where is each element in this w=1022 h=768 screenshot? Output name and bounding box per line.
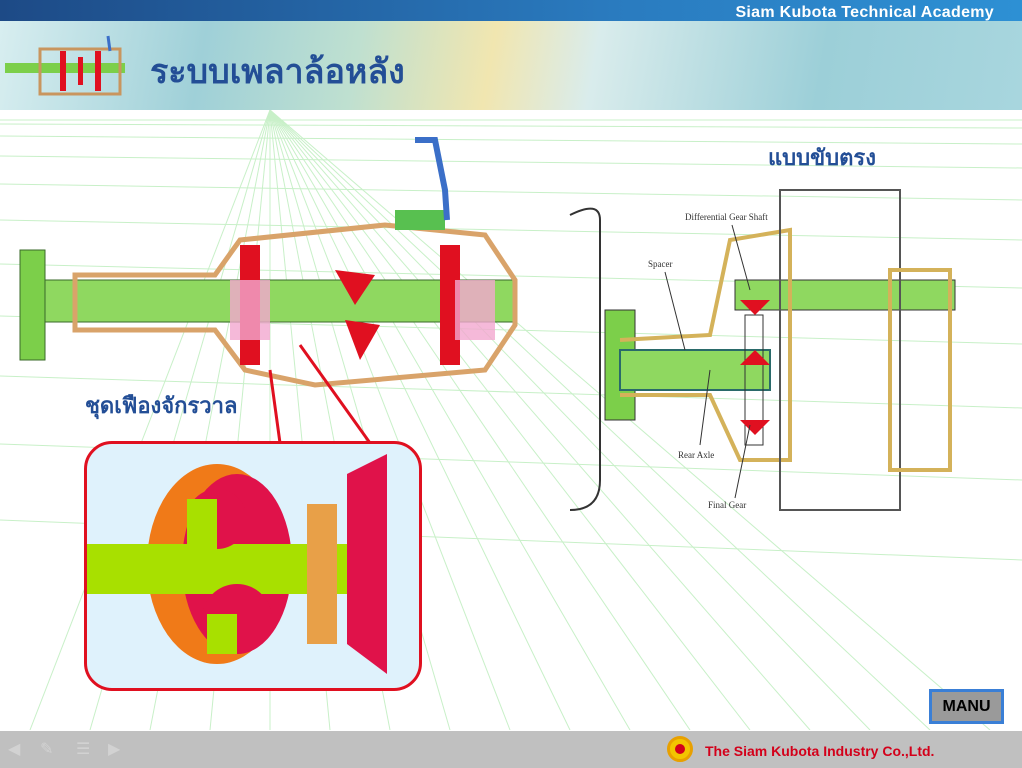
grid-line: [0, 375, 1022, 409]
grid-line: [0, 135, 1022, 145]
grid-line: [0, 155, 1022, 169]
menu-icon[interactable]: ☰: [76, 739, 91, 758]
academy-name: Siam Kubota Technical Academy: [735, 4, 994, 21]
differential-3d-illustration: [87, 454, 387, 674]
grid-line: [0, 219, 1022, 241]
company-name: The Siam Kubota Industry Co.,Ltd.: [705, 743, 935, 759]
label-differential-gear-shaft: Differential Gear Shaft: [685, 212, 768, 222]
page-title: ระบบเพลาล้อหลัง: [150, 52, 405, 92]
title-banner: ระบบเพลาล้อหลัง: [0, 21, 1022, 110]
grid-line: [269, 110, 811, 730]
grid-line: [269, 110, 511, 730]
label-spacer: Spacer: [648, 259, 673, 269]
footer-bar: ◀ ✎ ☰ ▶ The Siam Kubota Industry Co.,Ltd…: [0, 731, 1022, 768]
perspective-grid: [0, 110, 1022, 730]
grid-line: [269, 110, 631, 730]
differential-detail-panel: [84, 441, 422, 691]
back-arrow-icon[interactable]: ◀: [8, 739, 21, 758]
grid-line: [29, 110, 271, 730]
grid-line: [0, 123, 1022, 129]
grid-line: [269, 110, 571, 730]
top-bar: Siam Kubota Technical Academy: [0, 0, 1022, 21]
label-rear-axle: Rear Axle: [678, 450, 714, 460]
forward-arrow-icon[interactable]: ▶: [108, 739, 121, 758]
differential-label: ชุดเฟืองจักรวาล: [85, 393, 238, 419]
grid-line: [0, 183, 1022, 201]
direct-drive-label: แบบขับตรง: [768, 145, 876, 171]
label-final-gear: Final Gear: [708, 500, 746, 510]
direct-drive-cross-section: Differential Gear Shaft Spacer Rear Axle…: [569, 189, 956, 511]
manu-button[interactable]: MANU: [929, 689, 1004, 724]
rear-axle-cross-section: [19, 137, 518, 388]
grid-line: [269, 110, 751, 730]
grid-line: [269, 110, 691, 730]
grid-line: [269, 110, 871, 730]
pen-icon[interactable]: ✎: [40, 739, 54, 758]
company-logo-icon: [667, 736, 693, 762]
axle-thumbnail-icon: [5, 35, 125, 96]
